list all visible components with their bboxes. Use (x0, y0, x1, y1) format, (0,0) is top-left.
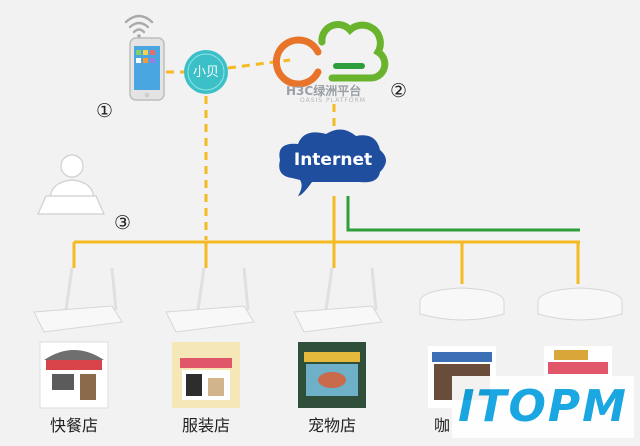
store-label-cafe: 咖 (433, 416, 450, 435)
platform-brand-name: H3C绿洲平台 (286, 84, 362, 98)
store-label-fast-food: 快餐店 (49, 416, 98, 435)
watermark-logo: ITOPM (452, 376, 634, 438)
app-badge-icon (184, 50, 228, 94)
access-point-5 (537, 287, 623, 321)
router-1 (33, 267, 123, 333)
store-label-pet: 宠物店 (307, 416, 356, 435)
app-badge-label: 小贝 (192, 65, 219, 80)
wifi-icon (124, 14, 154, 38)
wired-bus (72, 196, 580, 284)
clothing-store-icon (172, 342, 240, 408)
pet-store-icon (298, 342, 366, 408)
oasis-platform-logo (272, 21, 389, 88)
internet-cloud-icon (279, 129, 386, 196)
smartphone-icon (129, 37, 165, 101)
platform-subtitle: OASIS PLATFORM (300, 97, 366, 104)
admin-user-icon (37, 154, 105, 215)
marker-3: ③ (114, 212, 132, 234)
store-label-clothing: 服装店 (181, 416, 230, 435)
marker-2: ② (390, 80, 408, 102)
internet-label: Internet (293, 150, 373, 170)
router-3 (293, 267, 383, 333)
marker-1: ① (96, 100, 114, 122)
router-2 (165, 267, 255, 333)
green-link (346, 196, 580, 232)
access-point-4 (419, 287, 505, 321)
app-to-cloud-link (227, 58, 291, 70)
fast-food-store-icon (39, 341, 109, 409)
